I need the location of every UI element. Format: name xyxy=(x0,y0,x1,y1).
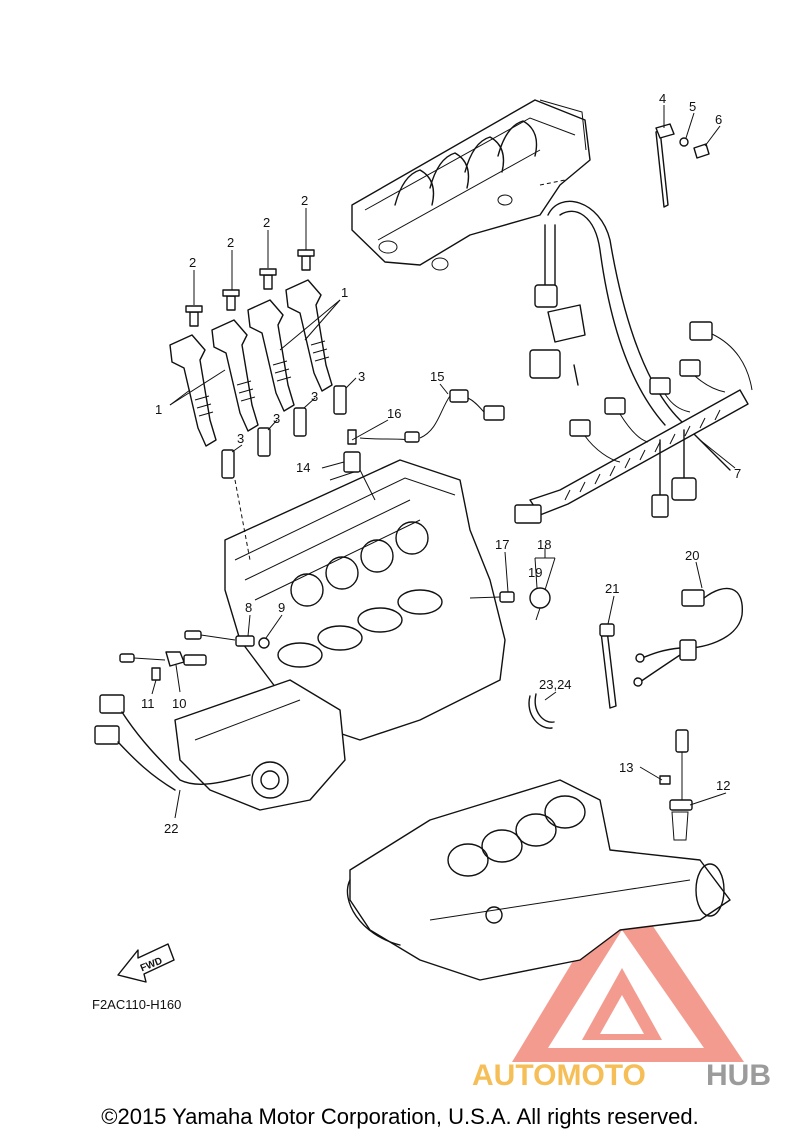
harness-20 xyxy=(633,587,743,687)
spark-plugs xyxy=(221,385,347,479)
callout-14: 14 xyxy=(296,460,310,475)
callout-3d: 3 xyxy=(358,369,365,384)
callout-11: 11 xyxy=(141,696,155,711)
fwd-arrow: FWD xyxy=(117,943,175,983)
callout-18: 18 xyxy=(537,537,551,552)
callout-7: 7 xyxy=(734,466,741,481)
callout-8: 8 xyxy=(245,600,252,615)
callout-2a: 2 xyxy=(189,255,196,270)
callout-3b: 3 xyxy=(273,411,280,426)
callout-17: 17 xyxy=(495,537,509,552)
callout-3c: 3 xyxy=(311,389,318,404)
callout-2c: 2 xyxy=(263,215,270,230)
callout-1b: 1 xyxy=(155,402,162,417)
cable-tie-21 xyxy=(599,623,617,709)
callout-2d: 2 xyxy=(301,193,308,208)
callout-21: 21 xyxy=(605,581,619,596)
band-assembly xyxy=(655,123,710,208)
reference-code: F2AC110-H160 xyxy=(92,997,181,1012)
watermark-logo xyxy=(512,880,744,1062)
callout-15: 15 xyxy=(430,369,444,384)
callout-4: 4 xyxy=(659,91,666,106)
sensors-right xyxy=(469,587,551,621)
sensors-left xyxy=(119,630,270,681)
coil-bolts xyxy=(185,249,315,327)
callout-3a: 3 xyxy=(237,431,244,446)
callout-10: 10 xyxy=(172,696,186,711)
callout-20: 20 xyxy=(685,548,699,563)
watermark-text: AUTOMOTO HUB xyxy=(472,1059,771,1092)
callout-16: 16 xyxy=(387,406,401,421)
intake-manifold xyxy=(351,99,591,271)
exhaust-manifold xyxy=(346,779,731,981)
callout-5: 5 xyxy=(689,99,696,114)
watermark-text-part2: HUB xyxy=(706,1059,771,1092)
callout-12: 12 xyxy=(716,778,730,793)
sensor-lead-22 xyxy=(94,694,251,791)
callout-23-24: 23,24 xyxy=(539,677,572,692)
sensor-12-13 xyxy=(659,729,693,841)
sensors-head xyxy=(343,389,505,473)
lower-manifold xyxy=(174,679,346,811)
callout-19: 19 xyxy=(528,565,542,580)
callout-13: 13 xyxy=(619,760,633,775)
watermark-text-part1: AUTOMOTO xyxy=(472,1059,646,1092)
callouts: 1 1 2 2 2 2 3 3 3 3 4 5 6 7 8 9 10 11 12… xyxy=(141,91,741,836)
copyright-notice: ©2015 Yamaha Motor Corporation, U.S.A. A… xyxy=(101,1104,699,1129)
callout-22: 22 xyxy=(164,821,178,836)
wire-harness xyxy=(514,179,753,524)
callout-9: 9 xyxy=(278,600,285,615)
callout-2b: 2 xyxy=(227,235,234,250)
clamp-23-24 xyxy=(528,693,555,729)
callout-1a: 1 xyxy=(341,285,348,300)
leader-lines xyxy=(151,105,736,819)
callout-6: 6 xyxy=(715,112,722,127)
